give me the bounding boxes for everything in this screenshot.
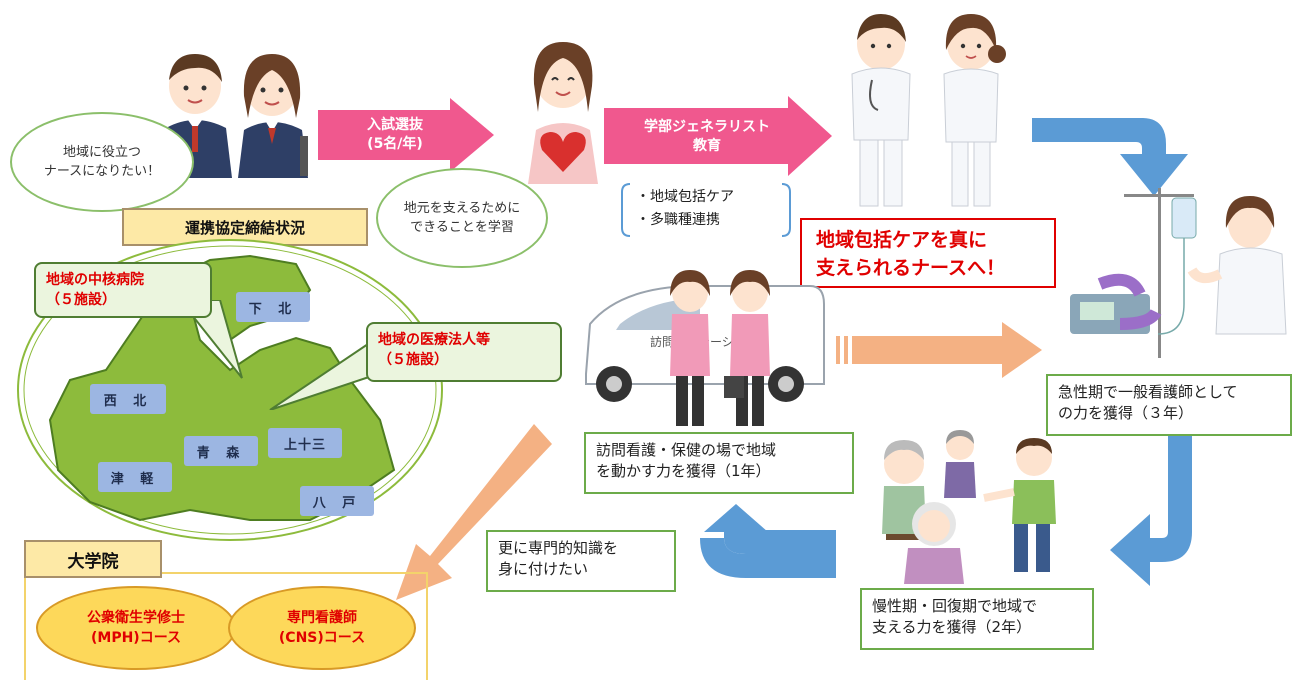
region-aomori: 青 森 [184, 436, 258, 466]
blue-arrow-to-chronic [1110, 432, 1192, 586]
region-tsugaru: 津 軽 [98, 462, 172, 492]
hospital-line1: 地域の中核病院 [46, 272, 144, 288]
home-line1: 訪問看護・保健の場で地域 [596, 441, 777, 459]
chronic-line1: 慢性期・回復期で地域で [872, 597, 1038, 615]
generalist-arrow [604, 96, 832, 176]
students-illustration [160, 54, 308, 178]
bracket-item-2: ・多職種連携 [636, 212, 720, 228]
generalist-arrow-label: 学部ジェネラリスト 教育 [612, 118, 802, 156]
region-kamitosan: 上十三 [268, 428, 342, 458]
learn-speech-line2: できることを学習 [410, 220, 514, 235]
student-heart-illustration [528, 42, 598, 184]
goal-line1: 地域包括ケアを真に [816, 229, 988, 251]
goal-box: 地域包括ケアを真に 支えられるナースへ！ [800, 218, 1056, 288]
learn-speech-line1: 地元を支えるために [403, 201, 521, 216]
mph-course: 公衆衛生学修士 (MPH)コース [36, 586, 236, 670]
cns-line1: 専門看護師 [286, 610, 357, 626]
admission-arrow-label: 入試選抜 (5名/年) [330, 116, 460, 154]
elderly-exercise-illustration [882, 430, 1056, 584]
acute-stage-box: 急性期で一般看護師として の力を獲得（３年） [1046, 374, 1292, 436]
goal-line2: 支えられるナースへ！ [816, 257, 1006, 279]
nurses-illustration [851, 14, 1006, 207]
acute-line1: 急性期で一般看護師として [1058, 383, 1238, 401]
generalist-line1: 学部ジェネラリスト [644, 119, 770, 135]
blue-arrow-to-acute [1032, 118, 1188, 196]
home-line2: を動かす力を獲得（1年） [596, 462, 771, 480]
medical-line1: 地域の医療法人等 [378, 332, 490, 348]
cns-course: 専門看護師 (CNS)コース [228, 586, 416, 670]
bracket-frame [621, 183, 791, 237]
specialist-line2: 身に付けたい [498, 560, 589, 578]
callout-medical-corp: 地域の医療法人等 （５施設） [366, 322, 562, 382]
specialist-box: 更に専門的知識を 身に付けたい [486, 530, 676, 592]
generalist-line2: 教育 [693, 138, 721, 154]
bracket-item-1: ・地域包括ケア [636, 189, 734, 205]
students-speech-line1: 地域に役立つ [62, 145, 141, 160]
orange-arrow-to-grad [396, 424, 552, 600]
students-speech-bubble: 地域に役立つ ナースになりたい！ [10, 112, 194, 212]
medical-line2: （５施設） [378, 352, 448, 368]
admission-line2: (5名/年) [367, 136, 423, 152]
admission-arrow [318, 98, 494, 172]
mph-line1: 公衆衛生学修士 [87, 610, 185, 626]
students-speech-line2: ナースになりたい！ [43, 164, 161, 179]
mph-line2: (MPH)コース [90, 630, 181, 646]
specialist-line1: 更に専門的知識を [498, 539, 619, 557]
home-stage-box: 訪問看護・保健の場で地域 を動かす力を獲得（1年） [584, 432, 854, 494]
blue-arrow-to-home [700, 504, 836, 578]
grad-frame [24, 572, 428, 680]
acute-line2: の力を獲得（３年） [1058, 404, 1194, 422]
chronic-stage-box: 慢性期・回復期で地域で 支える力を獲得（2年） [860, 588, 1094, 650]
learn-speech-bubble: 地元を支えるために できることを学習 [376, 168, 548, 268]
grad-title: 大学院 [24, 540, 162, 578]
region-seihoku: 西 北 [90, 384, 166, 414]
hospital-line2: （５施設） [46, 292, 116, 308]
region-hachinohe: 八 戸 [300, 486, 374, 516]
iv-nurse-illustration [1070, 188, 1287, 358]
chronic-line2: 支える力を獲得（2年） [872, 618, 1032, 636]
region-shimokita: 下 北 [236, 292, 310, 322]
cns-line2: (CNS)コース [278, 630, 366, 646]
admission-line1: 入試選抜 [367, 117, 423, 133]
orange-arrow-to-acute [836, 322, 1042, 378]
visiting-car-illustration: 訪問看ステーシ [585, 270, 825, 426]
callout-core-hospital: 地域の中核病院 （５施設） [34, 262, 212, 318]
bracket-list: ・地域包括ケア ・多職種連携 [636, 186, 734, 232]
